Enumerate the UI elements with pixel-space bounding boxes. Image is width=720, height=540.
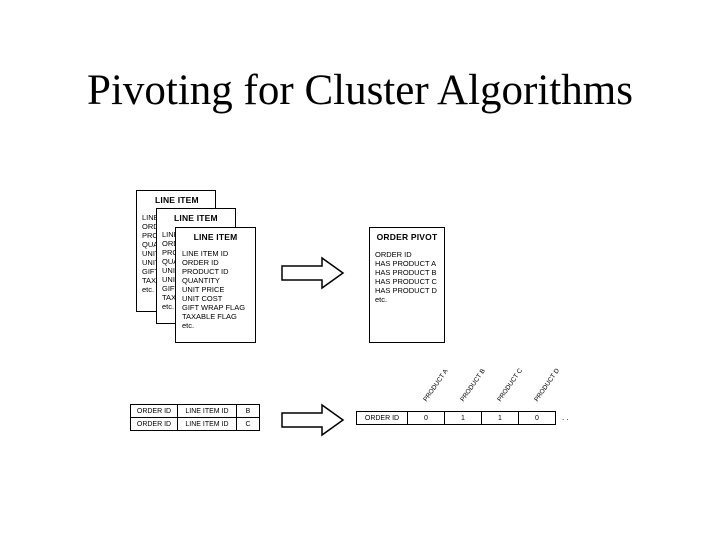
card-field: etc.: [162, 302, 175, 311]
column-header-product-b: PRODUCT B: [459, 367, 487, 403]
table-cell: ORDER ID: [130, 404, 178, 418]
table-row: ORDER ID 0 1 1 0: [356, 411, 556, 425]
card-field: ORDER ID: [182, 258, 219, 267]
continuation-dots: . .: [562, 413, 569, 422]
table-cell: 0: [518, 411, 556, 425]
table-row: ORDER ID LINE ITEM ID C: [130, 417, 260, 431]
table-row: ORDER ID LINE ITEM ID B: [130, 404, 260, 418]
order-pivot-card: ORDER PIVOT ORDER ID HAS PRODUCT A HAS P…: [369, 227, 445, 343]
card-field: LINE ITEM ID: [182, 249, 229, 258]
card-header: LINE ITEM: [155, 195, 199, 205]
table-cell: LINE ITEM ID: [177, 417, 237, 431]
card-header: LINE ITEM: [193, 232, 238, 242]
table-cell: ORDER ID: [356, 411, 408, 425]
card-field: UNIT COST: [182, 294, 223, 303]
card-field: etc.: [375, 295, 388, 304]
card-field: HAS PRODUCT B: [375, 268, 437, 277]
table-cell: 1: [481, 411, 519, 425]
card-header: ORDER PIVOT: [376, 232, 438, 242]
table-cell: ORDER ID: [130, 417, 178, 431]
right-arrow-icon: [281, 403, 345, 437]
line-item-table: ORDER ID LINE ITEM ID B ORDER ID LINE IT…: [130, 404, 260, 431]
column-header-product-a: PRODUCT A: [422, 368, 450, 403]
line-item-card-front: LINE ITEM LINE ITEM ID ORDER ID PRODUCT …: [175, 227, 256, 343]
table-cell: C: [236, 417, 260, 431]
card-field: GIFT WRAP FLAG: [182, 303, 246, 312]
table-cell: 0: [407, 411, 445, 425]
card-field: etc.: [142, 285, 155, 294]
table-cell: 1: [444, 411, 482, 425]
card-field: ORDER ID: [375, 250, 412, 259]
card-field: PRODUCT ID: [182, 267, 229, 276]
table-cell: LINE ITEM ID: [177, 404, 237, 418]
card-field: UNIT PRICE: [182, 285, 225, 294]
card-field: etc.: [182, 321, 195, 330]
card-field: TAXABLE FLAG: [182, 312, 237, 321]
card-header: LINE ITEM: [174, 213, 218, 223]
table-cell: B: [236, 404, 260, 418]
column-header-product-d: PRODUCT D: [533, 367, 562, 403]
card-field: QUANTITY: [182, 276, 220, 285]
right-arrow-icon: [281, 256, 345, 290]
order-pivot-table: ORDER ID 0 1 1 0: [356, 411, 556, 425]
card-field: HAS PRODUCT D: [375, 286, 437, 295]
slide-title: Pivoting for Cluster Algorithms: [87, 67, 633, 114]
card-field: HAS PRODUCT C: [375, 277, 437, 286]
card-field: HAS PRODUCT A: [375, 259, 437, 268]
column-header-product-c: PRODUCT C: [496, 367, 525, 403]
